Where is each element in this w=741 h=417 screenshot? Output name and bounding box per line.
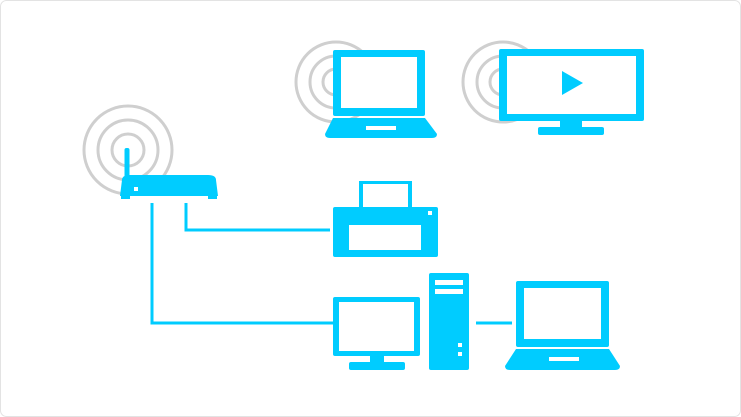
monitor-icon: [333, 297, 420, 370]
tv-play-icon: [461, 40, 644, 135]
printer-light: [428, 211, 432, 215]
laptop-icon: [294, 40, 437, 138]
laptop-icon: [505, 281, 620, 370]
tv-neck: [560, 120, 582, 128]
router-indicator: [134, 187, 138, 191]
computer-tower-icon: [429, 273, 469, 370]
monitor-neck: [370, 355, 384, 363]
router-desktop-cable: [150, 203, 333, 325]
printer-tray: [349, 225, 421, 250]
router-body: [120, 175, 218, 196]
router-antenna: [124, 148, 130, 184]
tower-drive-2: [435, 289, 463, 294]
tower-button-1: [458, 343, 462, 347]
tower-drive-1: [435, 280, 463, 285]
wired-connections: [150, 203, 512, 325]
tower-case: [429, 273, 469, 370]
router-printer-cable: [184, 203, 330, 232]
tower-button-2: [458, 352, 462, 356]
tv-stand: [538, 127, 604, 135]
printer-icon: [333, 181, 438, 257]
monitor-stand: [349, 362, 405, 370]
play-icon: [562, 71, 583, 95]
wireless-router-icon: [82, 104, 218, 199]
